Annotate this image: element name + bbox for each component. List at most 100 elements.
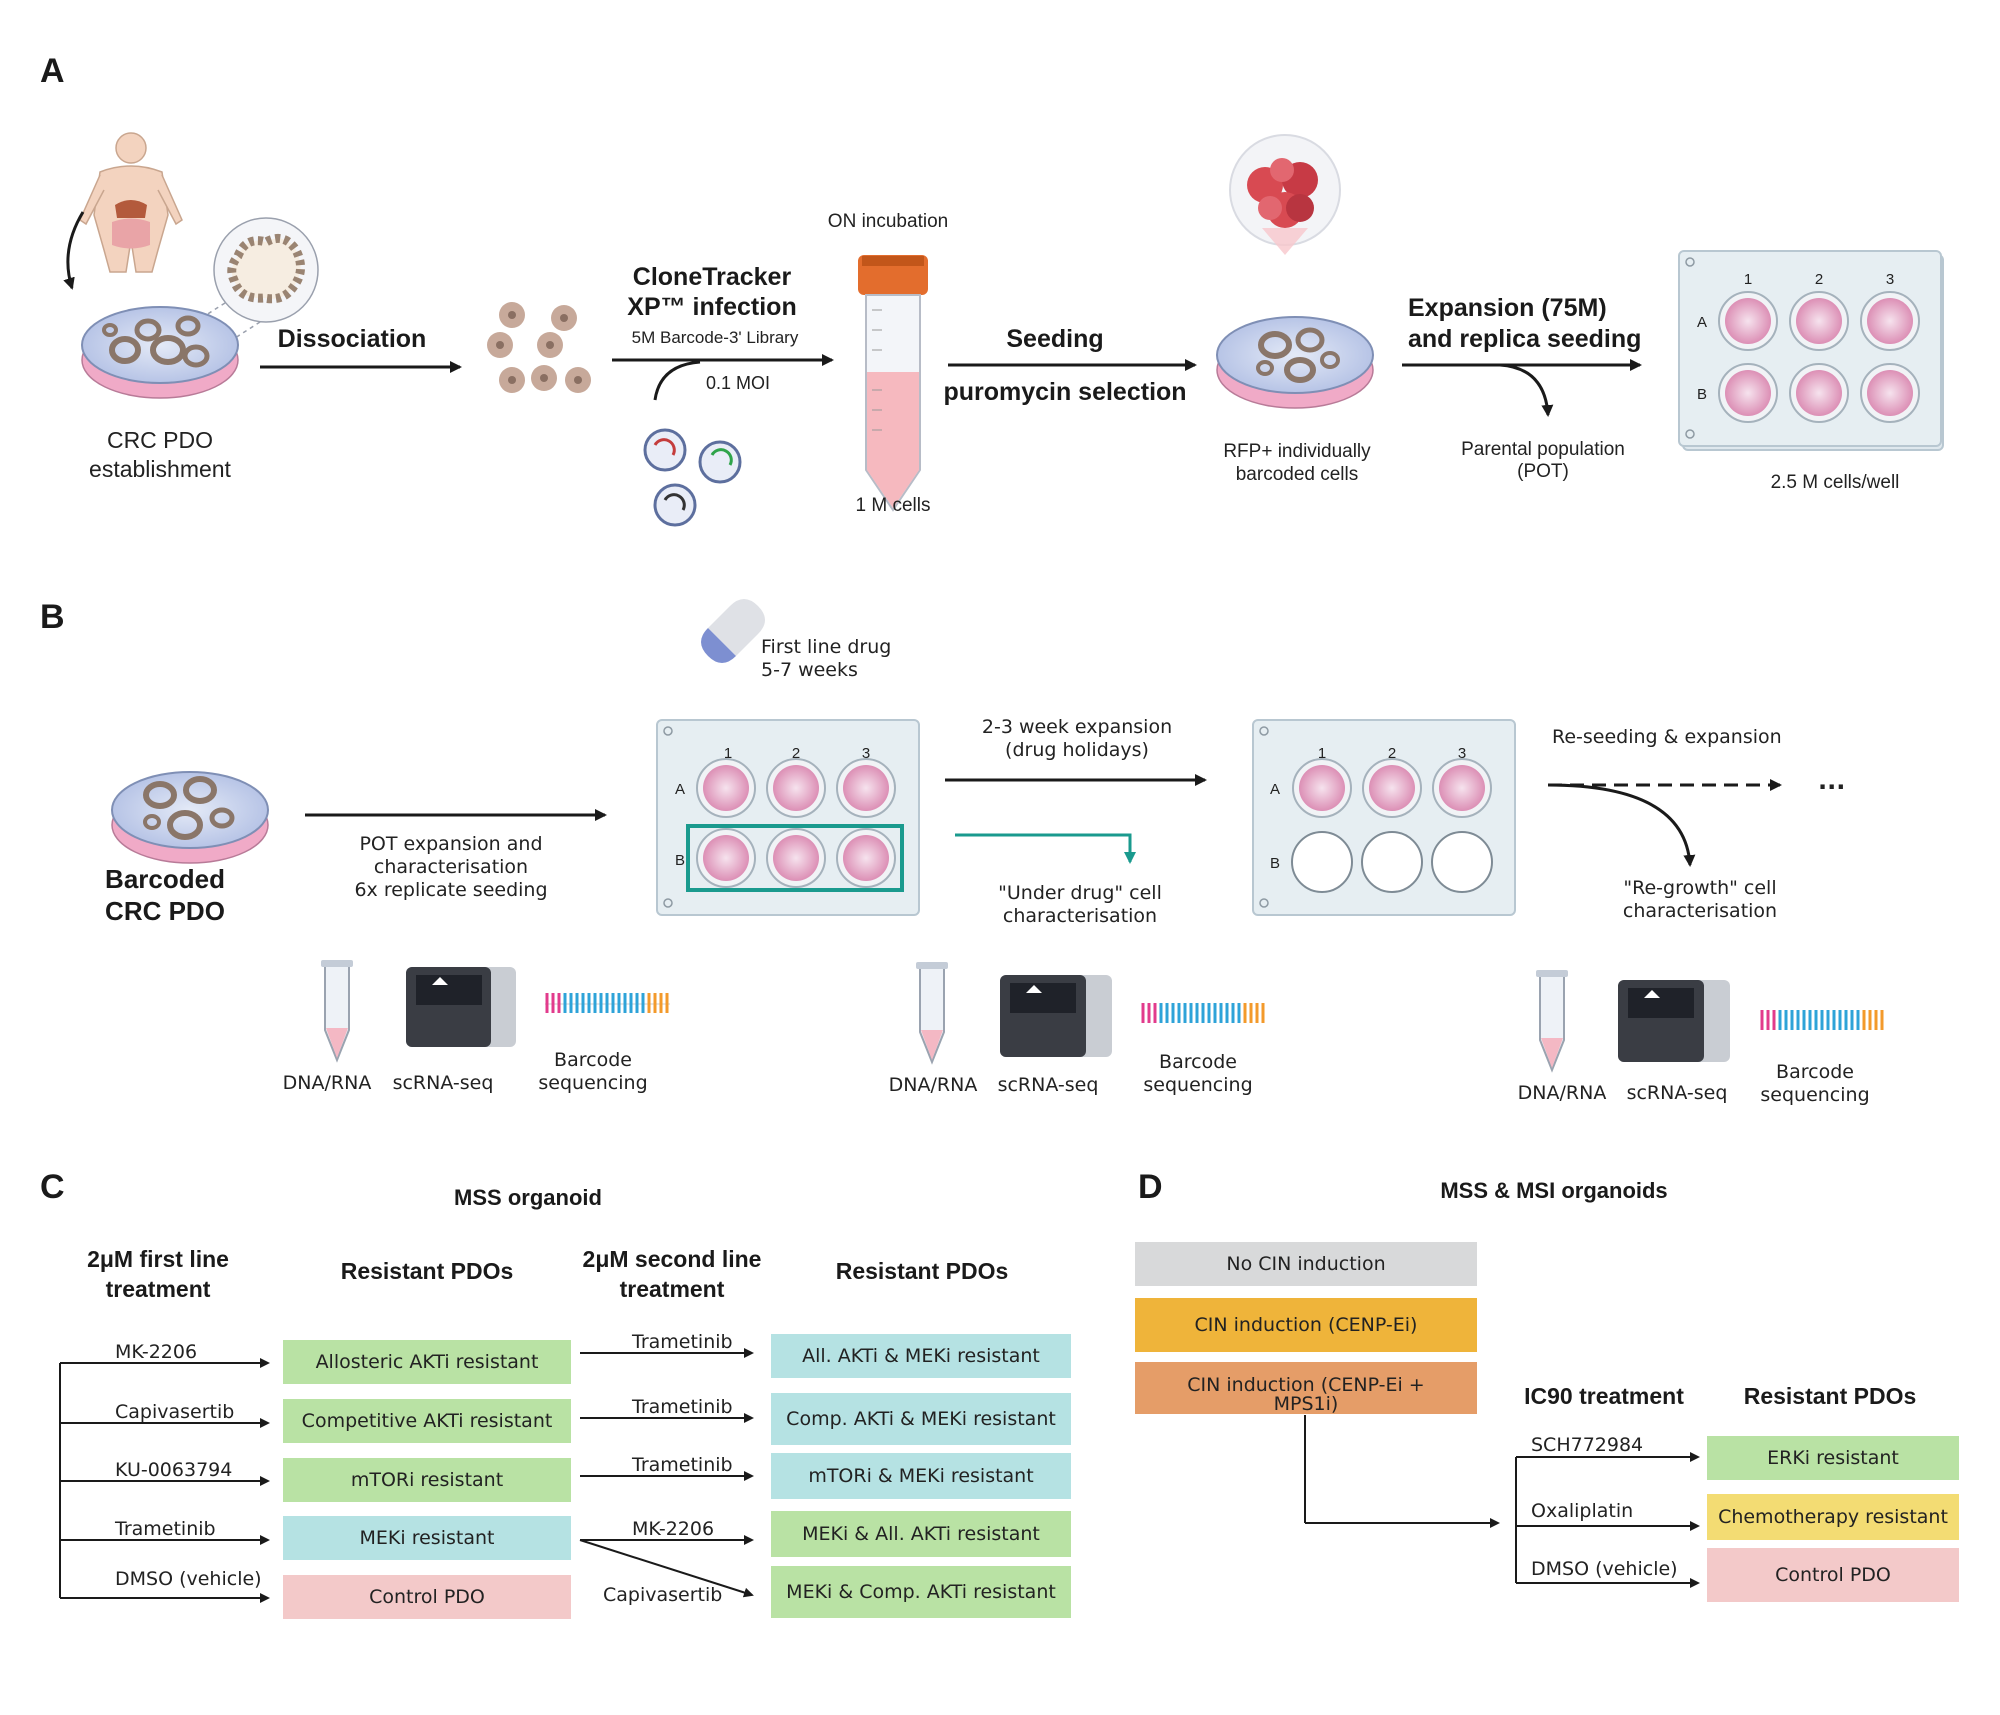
panel-c-col4-header: Resistant PDOs: [835, 1258, 1009, 1284]
barcode-seq-label-3: Barcode sequencing: [1760, 1061, 1870, 1106]
petri-dish-selection: [1216, 316, 1374, 409]
drug-holiday-label: 2-3 week expansion (drug holidays): [981, 716, 1173, 761]
under-drug-label: "Under drug" cell characterisation: [998, 882, 1162, 927]
comp-akti-meki-resistant-box: Comp. AKTi & MEKi resistant: [771, 1393, 1071, 1445]
all-akti-meki-resistant-box: All. AKTi & MEKi resistant: [771, 1334, 1071, 1378]
panel-c-title: MSS organoid: [454, 1185, 602, 1210]
d-drug-sch772984: SCH772984: [1531, 1434, 1644, 1456]
meki-all-akti-resistant-box: MEKi & All. AKTi resistant: [771, 1511, 1071, 1557]
first-drug-mk2206: MK-2206: [115, 1341, 198, 1363]
scrna-label-2: scRNA-seq: [997, 1074, 1099, 1096]
panel-d-title: MSS & MSI organoids: [1440, 1178, 1668, 1203]
six-well-plate-treated: [656, 719, 920, 916]
plate-b2-col-3: 3: [1457, 745, 1467, 762]
second-drug-trametinib-1: Trametinib: [632, 1331, 733, 1353]
regrowth-label: "Re-growth" cell characterisation: [1622, 877, 1778, 922]
cin-induction-cenp-box: CIN induction (CENP-Ei): [1135, 1298, 1477, 1352]
on-incubation-label: ON incubation: [827, 211, 949, 232]
sequencing-set-1: [321, 960, 670, 1063]
dna-rna-label-2: DNA/RNA: [888, 1074, 978, 1096]
panel-label-a: A: [40, 52, 65, 90]
panel-c-col2-header: Resistant PDOs: [340, 1258, 514, 1284]
plate-b2-row-a: A: [1270, 781, 1281, 798]
falcon-tube-icon: [858, 255, 928, 512]
petri-dish-barcoded: [111, 771, 269, 864]
lentivirus-icon: [643, 428, 742, 527]
plate-a-col-3: 3: [1885, 271, 1895, 288]
second-drug-mk2206: MK-2206: [632, 1518, 715, 1540]
mtori-meki-resistant-box: mTORi & MEKi resistant: [771, 1453, 1071, 1499]
panel-c-first-line-arrows: [59, 1358, 270, 1603]
ic90-treatment-header: IC90 treatment: [1524, 1383, 1684, 1409]
cells-per-well-label: 2.5 M cells/well: [1770, 472, 1900, 493]
plate-b2-row-b: B: [1270, 855, 1281, 872]
one-m-cells-label: 1 M cells: [855, 495, 931, 516]
first-drug-capivasertib: Capivasertib: [115, 1401, 235, 1423]
six-well-plate-a: [1678, 250, 1944, 451]
puromycin-label: puromycin selection: [943, 378, 1187, 406]
panel-d-arrows: [1304, 1415, 1700, 1588]
control-pdo-box-c: Control PDO: [283, 1575, 571, 1619]
plate-b1-row-a: A: [675, 781, 686, 798]
plate-b1-col-3: 3: [861, 745, 871, 762]
panel-label-b: B: [40, 598, 65, 636]
rfp-organoid-icon: [1247, 158, 1318, 228]
parental-population-label: Parental population (POT): [1461, 439, 1625, 482]
panel-label-d: D: [1138, 1168, 1163, 1206]
pdo-establishment-label: CRC PDO establishment: [89, 427, 231, 482]
plate-b2-col-2: 2: [1387, 745, 1397, 762]
scrna-label-3: scRNA-seq: [1626, 1082, 1728, 1104]
second-drug-trametinib-3: Trametinib: [632, 1454, 733, 1476]
allosteric-akti-resistant-box: Allosteric AKTi resistant: [283, 1340, 571, 1384]
moi-label: 0.1 MOI: [705, 373, 771, 393]
petri-dish-a: [81, 306, 239, 399]
d-drug-oxaliplatin: Oxaliplatin: [1531, 1500, 1634, 1522]
expansion-label: Expansion (75M) and replica seeding: [1408, 294, 1642, 353]
competitive-akti-resistant-box: Competitive AKTi resistant: [283, 1399, 571, 1443]
second-drug-capivasertib: Capivasertib: [603, 1584, 723, 1606]
panel-c-second-line-arrows: [579, 1348, 754, 1598]
second-drug-trametinib-2: Trametinib: [632, 1396, 733, 1418]
sequencing-set-2: [916, 962, 1265, 1065]
barcode-seq-label-1: Barcode sequencing: [538, 1049, 648, 1094]
plate-a-col-2: 2: [1814, 271, 1824, 288]
panel-d-resistant-header: Resistant PDOs: [1743, 1383, 1917, 1409]
meki-comp-akti-resistant-box: MEKi & Comp. AKTi resistant: [771, 1566, 1071, 1618]
plate-b1-row-b: B: [675, 852, 686, 869]
dissociated-cells-icon: [487, 302, 591, 393]
first-drug-trametinib: Trametinib: [115, 1518, 216, 1540]
library-label: 5M Barcode-3' Library: [631, 328, 799, 347]
mtori-resistant-box: mTORi resistant: [283, 1458, 571, 1502]
control-pdo-box-d: Control PDO: [1707, 1548, 1959, 1602]
chemotherapy-resistant-box: Chemotherapy resistant: [1707, 1494, 1959, 1540]
panel-c-col1-header: 2μM first line treatment: [87, 1246, 229, 1302]
plate-b1-col-1: 1: [723, 745, 733, 762]
cin-induction-mps1-box: CIN induction (CENP-Ei + MPS1i): [1135, 1362, 1477, 1414]
panel-label-c: C: [40, 1168, 65, 1206]
first-drug-ku0063794: KU-0063794: [115, 1459, 233, 1481]
reseeding-label: Re-seeding & expansion: [1552, 726, 1782, 748]
plate-a-col-1: 1: [1743, 271, 1753, 288]
dna-rna-label-1: DNA/RNA: [282, 1072, 372, 1094]
plate-a-row-b: B: [1697, 386, 1708, 403]
rfp-cells-label: RFP+ individually barcoded cells: [1223, 441, 1371, 485]
pot-expansion-label: POT expansion and characterisation 6x re…: [354, 833, 548, 901]
no-cin-induction-box: No CIN induction: [1135, 1242, 1477, 1286]
sequencing-set-3: [1536, 970, 1884, 1073]
plate-a-row-a: A: [1697, 314, 1708, 331]
plate-b1-col-2: 2: [791, 745, 801, 762]
dissociation-label: Dissociation: [277, 325, 427, 353]
capsule-icon: [701, 599, 765, 663]
first-line-drug-label: First line drug 5-7 weeks: [761, 636, 892, 681]
patient-icon: [79, 132, 183, 273]
ellipsis-label: ...: [1818, 767, 1846, 795]
scrna-label-1: scRNA-seq: [392, 1072, 494, 1094]
first-drug-dmso: DMSO (vehicle): [115, 1568, 262, 1590]
plate-b2-col-1: 1: [1317, 745, 1327, 762]
six-well-plate-regrowth: [1252, 719, 1516, 916]
erki-resistant-box: ERKi resistant: [1707, 1436, 1959, 1480]
panel-c-col3-header: 2μM second line treatment: [582, 1246, 762, 1302]
meki-resistant-box: MEKi resistant: [283, 1516, 571, 1560]
dna-rna-label-3: DNA/RNA: [1517, 1082, 1607, 1104]
